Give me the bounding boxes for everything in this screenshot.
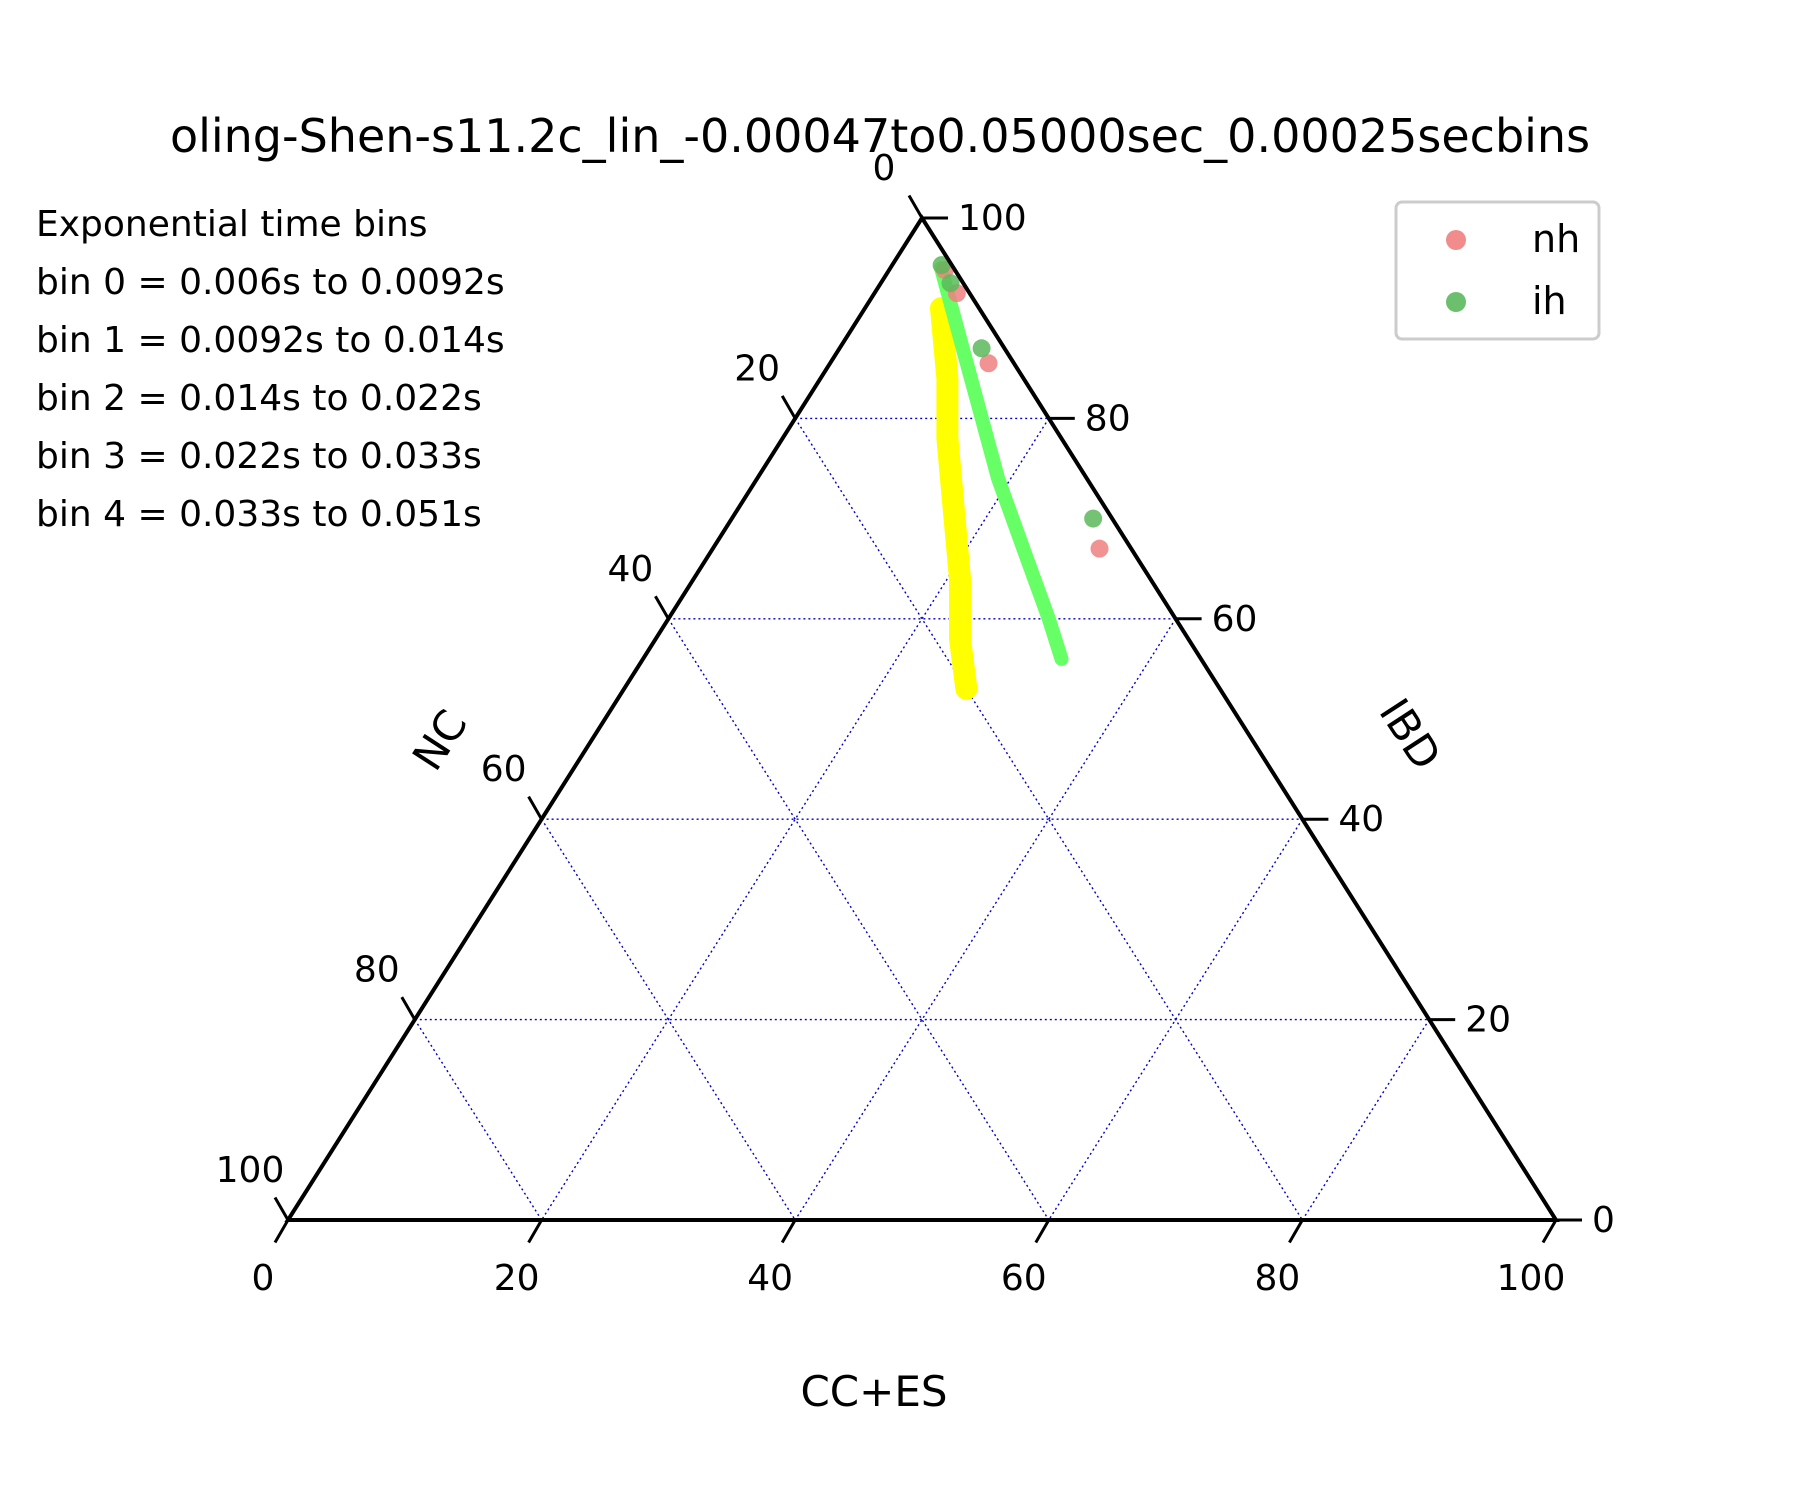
tick-left-80 [400,996,417,1021]
tick-bottom-80 [1288,1219,1304,1244]
grid-line-nc-40 [667,618,1050,1221]
tick-bottom-40 [780,1219,797,1244]
tick-label-left-80: 80 [354,950,400,991]
left-axis-label: NC [403,701,477,779]
tick-left-100 [273,1196,290,1221]
tick-bottom-60 [1034,1219,1051,1244]
grid-line-cces-80 [1301,1019,1430,1221]
tick-label-left-0: 0 [873,148,896,189]
tick-label-left-40: 40 [607,549,653,590]
density-band-1 [934,261,1069,666]
tick-bottom-100 [1541,1219,1558,1244]
tick-label-left-60: 60 [481,749,527,790]
density-band-0 [930,297,978,700]
grid-line-cces-20 [541,418,1050,1221]
annotation-bin-0: bin 0 = 0.006s to 0.0092s [36,262,505,303]
tick-label-bottom-100: 100 [1497,1258,1566,1299]
chart-title: oling-Shen-s11.2c_lin_-0.00047to0.05000s… [170,109,1590,163]
grid-line-cces-60 [1048,818,1303,1221]
legend-marker-nh [1446,230,1466,250]
data-points [932,256,1109,558]
point-nh-2 [979,354,998,373]
tick-label-right-40: 40 [1338,799,1384,840]
point-ih-3 [1084,509,1103,528]
tick-bottom-0 [273,1219,290,1244]
tick-label-right-20: 20 [1465,1000,1511,1041]
time-bin-annotations: Exponential time bins bin 0 = 0.006s to … [36,204,505,535]
grid-line-nc-20 [794,418,1303,1221]
tick-label-right-60: 60 [1212,599,1258,640]
tick-label-right-0: 0 [1592,1200,1615,1241]
tick-label-left-20: 20 [734,348,780,389]
tick-label-right-100: 100 [958,198,1027,239]
point-ih-2 [972,339,991,358]
x-axis-label: CC+ES [800,1367,947,1416]
annotation-bin-4: bin 4 = 0.033s to 0.051s [36,494,482,535]
triangle-frame [284,214,1560,1222]
tick-label-bottom-20: 20 [494,1258,540,1299]
annotation-bin-2: bin 2 = 0.014s to 0.022s [36,378,482,419]
point-nh-3 [1090,539,1109,558]
legend: nh ih [1394,200,1601,341]
point-ih-0 [932,256,951,275]
legend-marker-ih [1446,292,1466,312]
tick-label-bottom-80: 80 [1254,1258,1300,1299]
annotation-bin-1: bin 1 = 0.0092s to 0.014s [36,320,505,361]
legend-label-ih: ih [1532,279,1567,323]
tick-left-60 [527,795,543,820]
tick-left-40 [654,595,670,620]
tick-label-bottom-0: 0 [252,1258,275,1299]
tick-label-left-100: 100 [216,1150,285,1191]
tick-left-20 [780,395,797,420]
point-ih-1 [941,274,960,293]
tick-bottom-20 [527,1219,543,1244]
tick-label-right-80: 80 [1085,398,1131,439]
tick-label-bottom-40: 40 [747,1258,793,1299]
triangle-outline [284,214,1560,1222]
grid-line-cces-40 [794,618,1177,1221]
grid-line-nc-80 [414,1019,543,1221]
tick-left-0 [907,194,924,219]
grid-lines [414,417,1430,1221]
right-axis-label: IBD [1370,690,1451,778]
annotation-heading: Exponential time bins [36,204,428,245]
density-bands [930,261,1069,700]
legend-label-nh: nh [1532,217,1580,261]
axis-ticks: 0 0 0 20 20 20 40 40 40 60 60 60 80 80 80 100 100 100 [216,148,1615,1299]
annotation-bin-3: bin 3 = 0.022s to 0.033s [36,436,482,477]
tick-label-bottom-60: 60 [1001,1258,1047,1299]
grid-line-nc-60 [541,818,796,1221]
